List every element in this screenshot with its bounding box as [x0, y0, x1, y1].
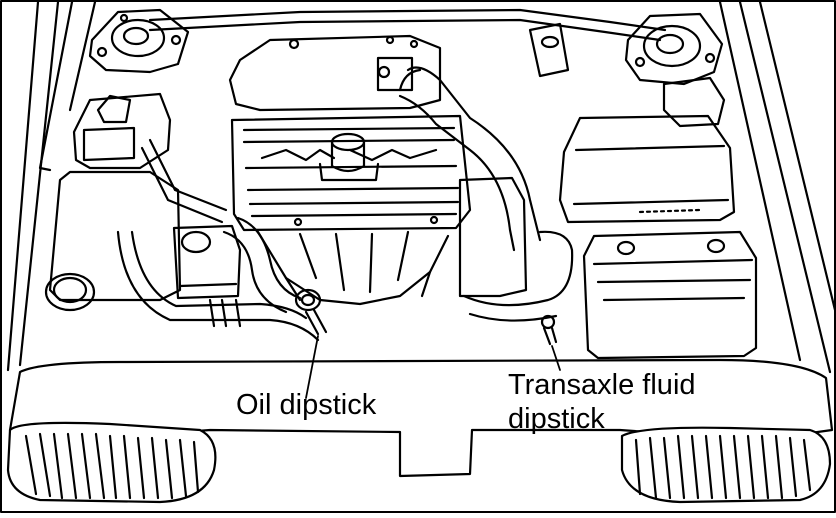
intake-manifold — [258, 232, 448, 304]
callout-leaders — [306, 336, 560, 398]
battery — [584, 232, 756, 358]
transaxle-dipstick-handle — [542, 316, 556, 344]
air-filter-box — [560, 116, 734, 222]
transaxle-label-line-2: dipstick — [508, 403, 605, 435]
washer-fluid-tank — [46, 172, 180, 310]
left-fender — [8, 2, 95, 370]
oil-filler-cap — [320, 134, 378, 180]
front-crossmember — [10, 360, 832, 476]
brake-fluid-reservoir — [174, 226, 240, 298]
lower-radiator-hose — [460, 178, 572, 321]
left-strut-mount — [90, 10, 188, 72]
oil-dipstick-label: Oil dipstick — [236, 389, 377, 421]
firewall-panel — [230, 36, 440, 110]
heater-hose — [224, 218, 300, 312]
strut-brace — [150, 10, 665, 40]
coolant-reservoir — [74, 94, 226, 222]
transaxle-label-line-1: Transaxle fluid — [508, 369, 696, 401]
fuse-box — [530, 24, 724, 126]
air-intake-hose — [118, 232, 318, 340]
right-headlight — [622, 428, 830, 502]
oil-dipstick-handle — [296, 290, 326, 334]
left-headlight — [8, 423, 215, 502]
upper-radiator-hose — [400, 68, 540, 250]
transaxle-dipstick-leader — [552, 346, 560, 370]
right-strut-mount — [626, 14, 722, 84]
right-fender — [720, 2, 835, 372]
transaxle-dipstick-label: Transaxle fluid dipstick — [508, 368, 696, 436]
oil-dipstick-leader — [306, 336, 318, 398]
